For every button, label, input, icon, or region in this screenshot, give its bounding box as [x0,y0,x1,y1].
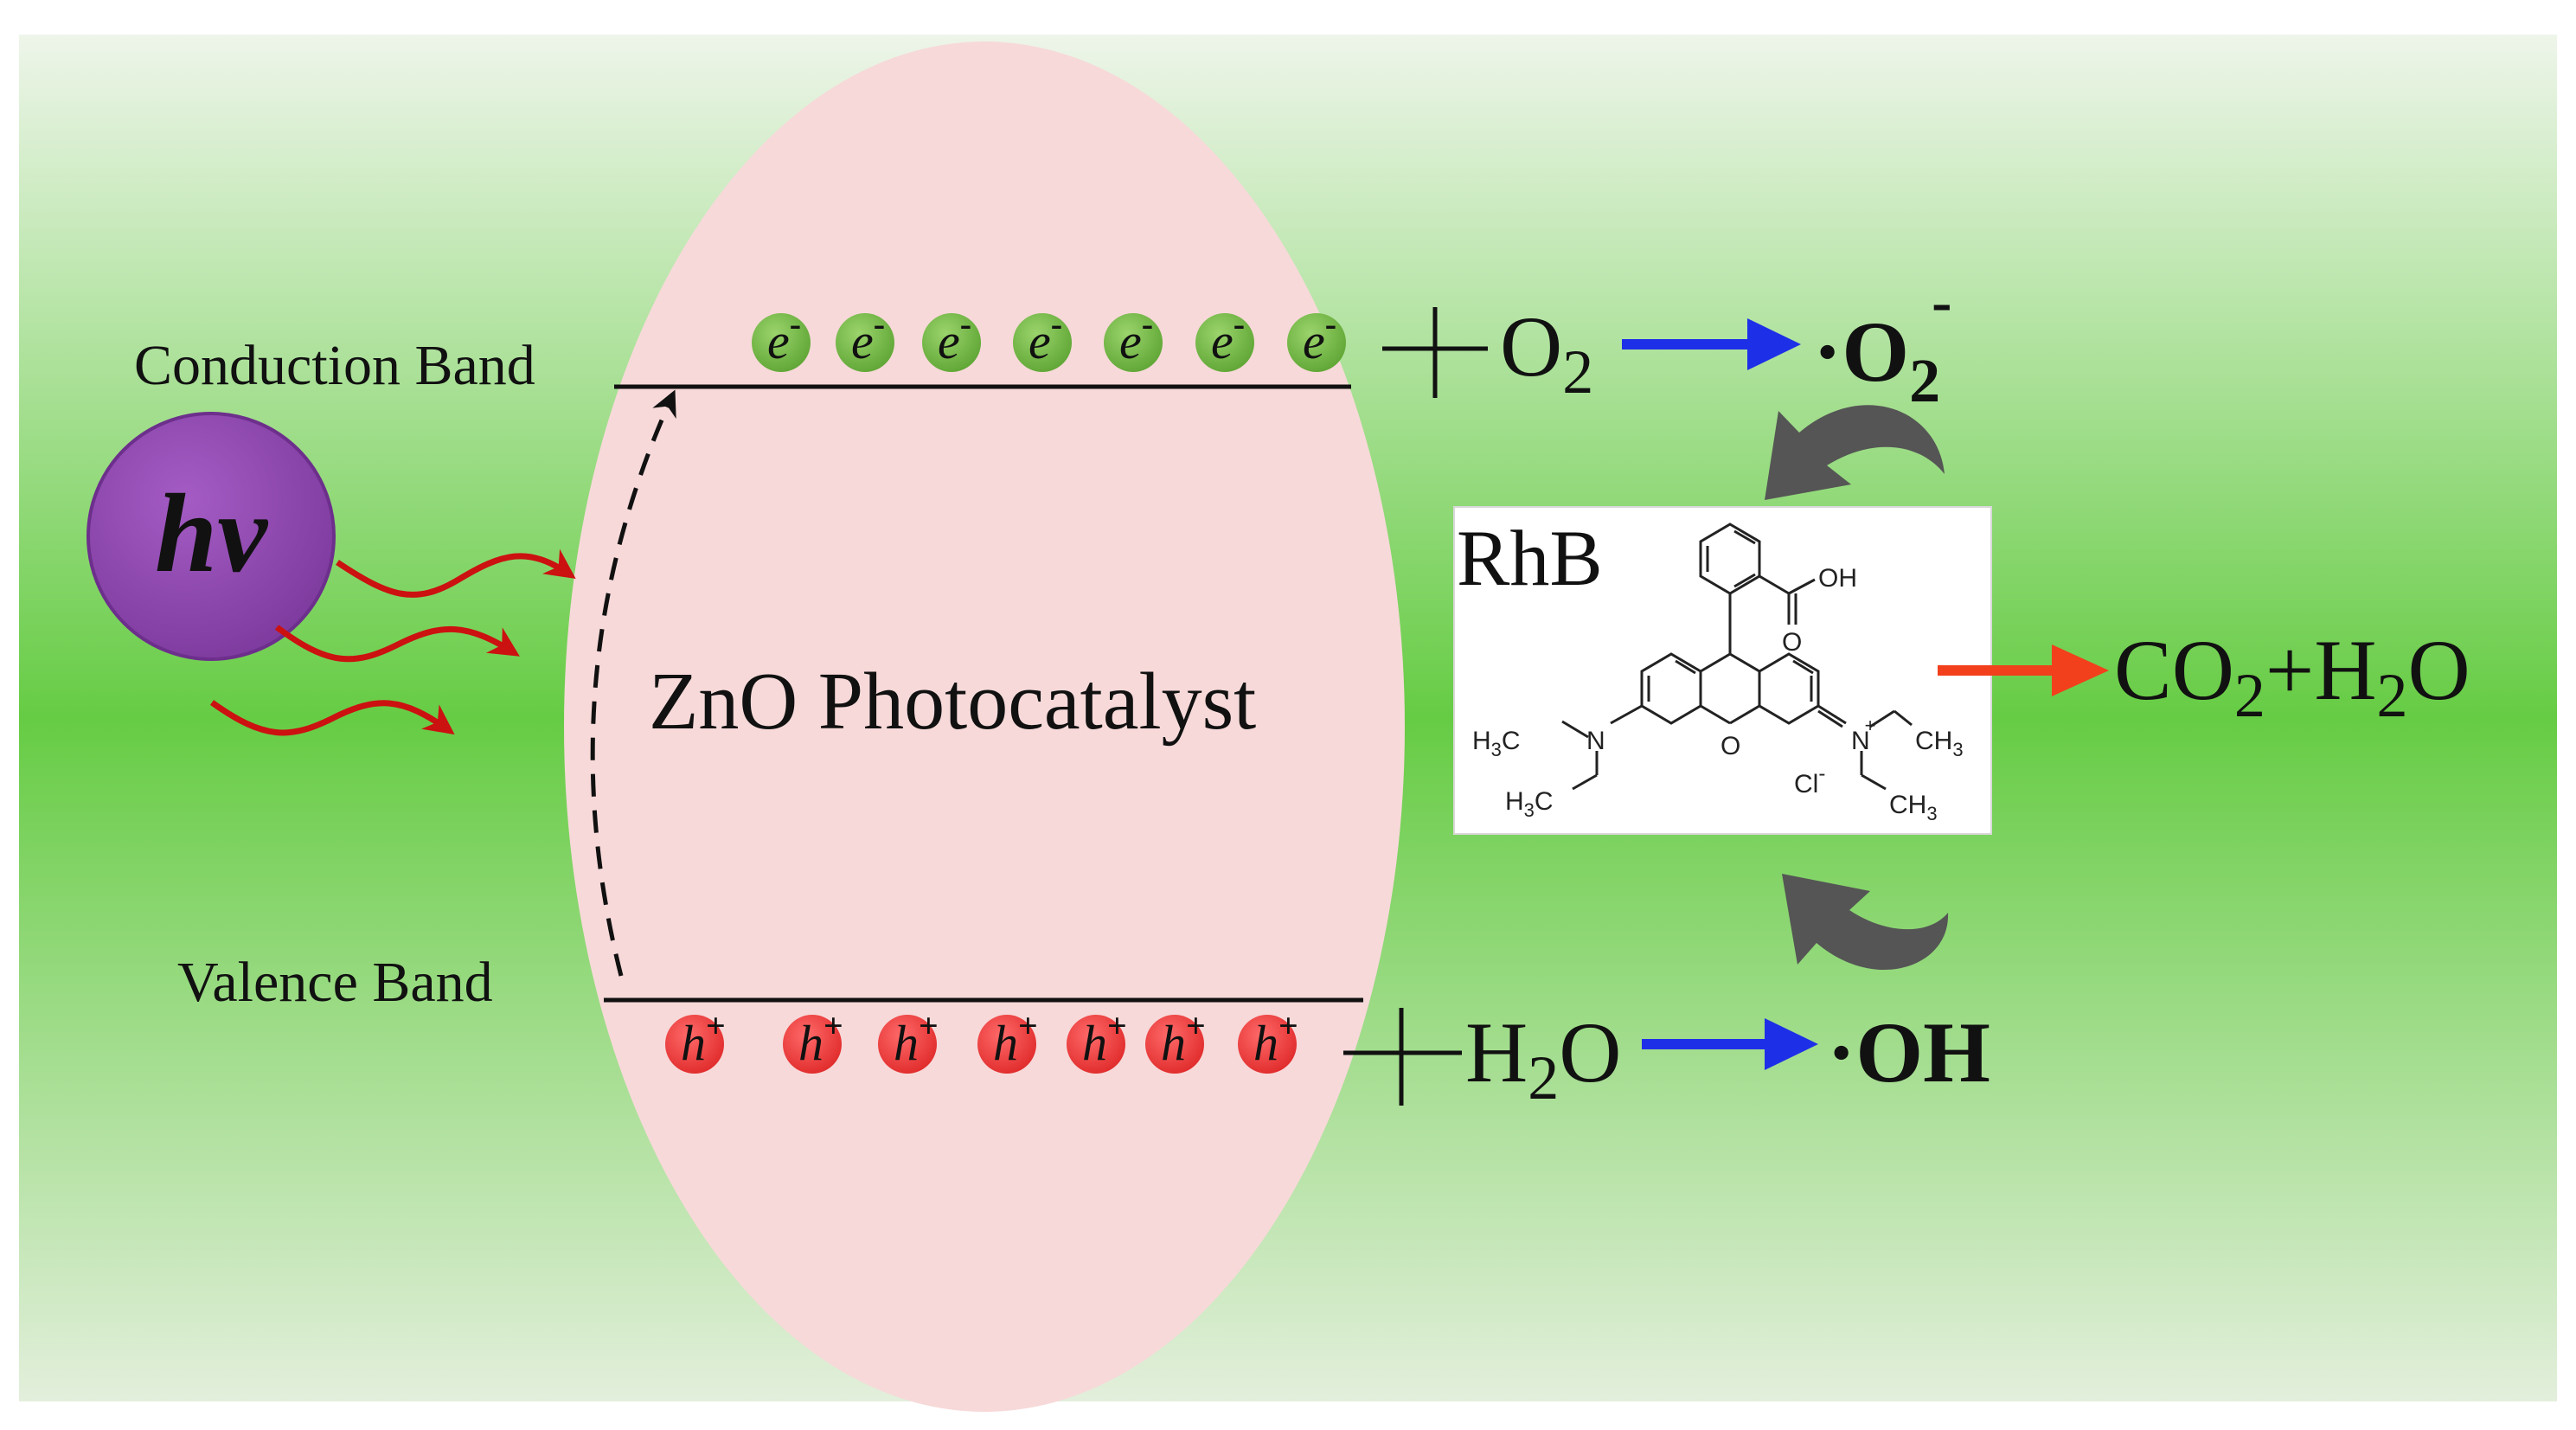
blue-arrowhead-h2o [1765,1018,1818,1070]
electron-ball [1104,313,1163,372]
catalyst-label: ZnO Photocatalyst [649,657,1256,747]
electron-row: e-e-e-e-e-e-e- [752,305,1346,372]
electron: e- [752,305,811,372]
excitation-arrow [590,389,676,977]
o2-label: O2 [1500,298,1593,407]
rhb-ch3-top-right: CH3 [1915,727,1964,760]
hole-row: h+ h+ h+ h+ h+ h+ h+ [665,1006,1298,1074]
rhb-ring-o: O [1721,732,1740,760]
electron: e- [1104,305,1163,372]
electron-symbol: e- [851,305,885,369]
plus-sign-o2 [1382,307,1488,398]
rhb-n-left: N [1586,727,1605,755]
hole-ball [1067,1015,1125,1074]
hole: h+ [665,1006,726,1074]
h2o-label: H2O [1465,1004,1621,1113]
electron-ball [836,313,894,372]
red-arrowhead-products [2052,644,2109,696]
electron-ball [752,313,811,372]
rhb-ch3-bottom-right: CH3 [1889,791,1938,824]
electron: e- [922,305,981,372]
electron-symbol: e- [938,305,971,369]
hole-symbol: h+ [1082,1006,1127,1071]
rhb-carbonyl-o: O [1782,628,1802,657]
electron: e- [836,305,894,372]
conduction-band-label: Conduction Band [134,334,535,397]
rhb-chloride: Cl- [1794,762,1825,798]
electron: e- [1287,305,1346,372]
hole: h+ [1067,1006,1127,1074]
hole-ball [665,1015,724,1074]
hole: h+ [1238,1006,1298,1074]
electron: e- [1195,305,1254,372]
products-label: CO2+H2O [2114,622,2470,730]
hole-symbol: h+ [798,1006,843,1071]
light-wave-3 [209,700,455,736]
electron-ball [1287,313,1346,372]
hole-ball [1238,1015,1297,1074]
hole-symbol: h+ [1161,1006,1206,1071]
rhb-structure [1561,523,1913,791]
electron-symbol: e- [1211,305,1245,369]
hole-symbol: h+ [1253,1006,1298,1071]
hole: h+ [1145,1006,1206,1074]
blue-arrowhead-o2 [1747,318,1801,370]
plus-sign-h2o [1343,1008,1462,1106]
hole: h+ [977,1006,1038,1074]
rhb-molecule-box [1453,506,1992,835]
hole: h+ [783,1006,843,1074]
hole-ball [977,1015,1036,1074]
electron-ball [1013,313,1072,372]
electron: e- [1013,305,1072,372]
hole: h+ [878,1006,939,1074]
hydroxyl-radical-label: ·OH [1827,1004,1990,1100]
rhb-atom-labels: OH O O N N+ H3C H3C CH3 CH3 Cl- [1472,564,1964,824]
hole-ball [1145,1015,1204,1074]
electron-symbol: e- [767,305,801,369]
rhb-oh: OH [1818,564,1857,593]
cycle-arrow-top [1765,405,1945,500]
superoxide-radical-label: ·O2- [1813,269,1951,415]
cycle-arrow-bottom [1782,874,1949,971]
rhb-n-right: N+ [1851,715,1876,755]
electron-symbol: e- [1028,305,1062,369]
photon-circle [87,412,336,661]
photon-label: hv [155,471,268,596]
hole-ball [878,1015,937,1074]
zno-catalyst-particle [564,42,1405,1412]
light-wave-1 [336,548,576,598]
hole-ball [783,1015,842,1074]
rhb-h3c-top-left: H3C [1472,727,1521,760]
electron-symbol: e- [1303,305,1336,369]
electron-ball [1195,313,1254,372]
electron-symbol: e- [1119,305,1153,369]
light-wave-2 [274,625,520,663]
valence-band-label: Valence Band [177,951,493,1014]
hole-symbol: h+ [894,1006,939,1071]
rhb-label: RhB [1457,514,1603,602]
rhb-h3c-bottom-left: H3C [1505,787,1554,821]
hole-symbol: h+ [993,1006,1038,1071]
hole-symbol: h+ [681,1006,726,1071]
electron-ball [922,313,981,372]
